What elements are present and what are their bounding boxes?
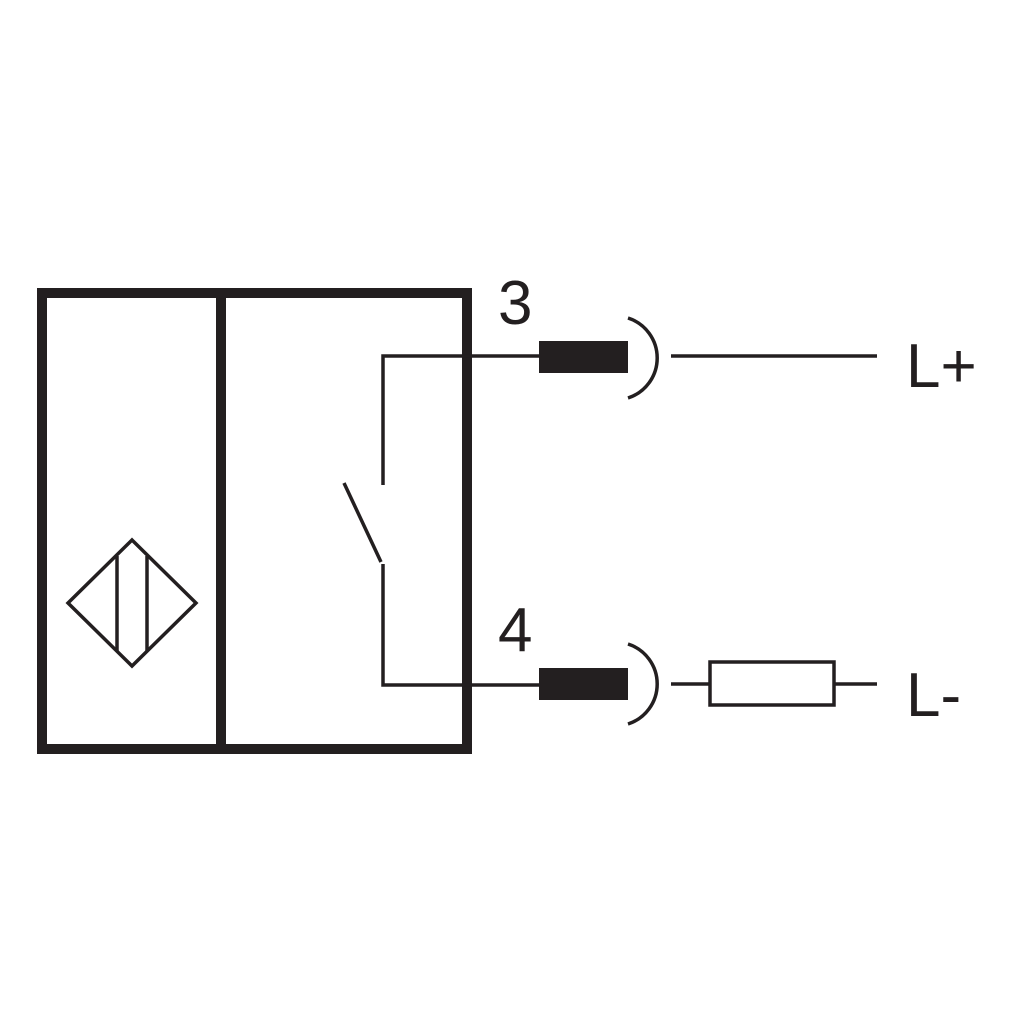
switch-upper-lead [381,354,628,485]
terminal-3-socket [627,316,659,400]
supply-negative-label: L- [906,661,961,730]
terminal-4-connector [539,642,877,726]
terminal-3-pin [539,341,628,373]
switch-contact [342,354,628,687]
terminal-3-connector [539,316,877,400]
sensor-housing [37,288,472,754]
switch-blade [342,482,383,563]
housing-outline [37,288,472,754]
supply-positive-label: L+ [906,332,977,401]
terminal-3-label: 3 [498,269,532,338]
sensor-diamond [65,537,199,669]
terminal-4-pin [539,668,628,700]
terminal-4-label: 4 [498,596,532,665]
load-resistor [708,660,836,707]
terminal-4-socket [627,642,659,726]
inductive-sensor-symbol-icon [65,537,199,669]
